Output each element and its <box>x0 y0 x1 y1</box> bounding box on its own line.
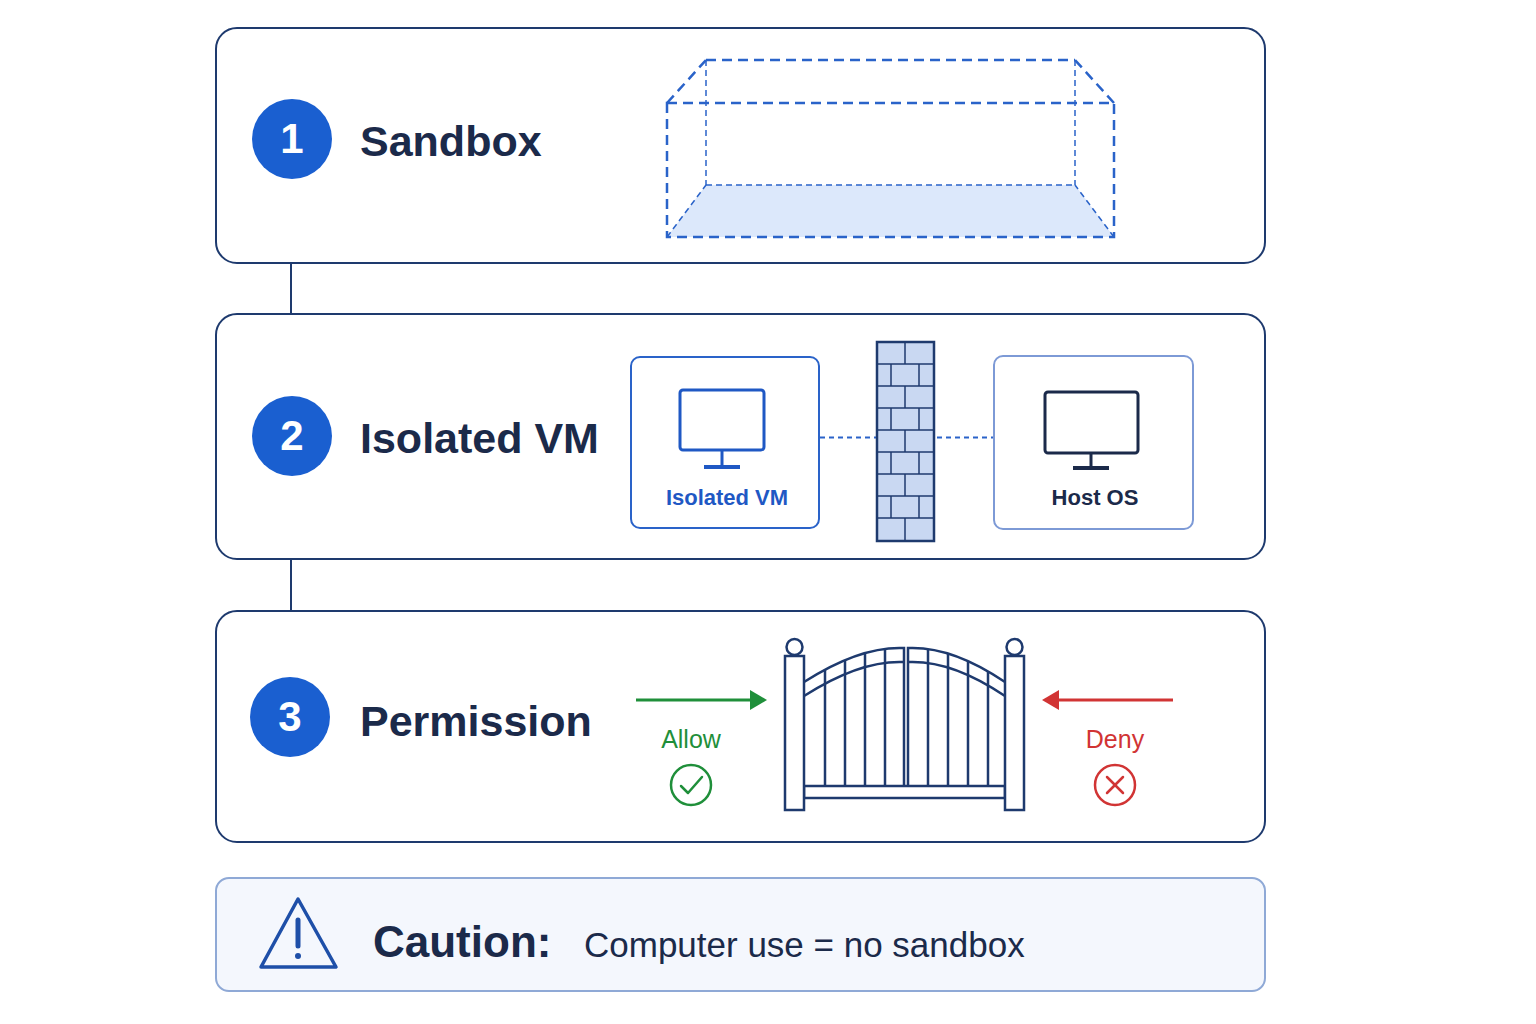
step-number: 1 <box>280 115 303 163</box>
vm-monitor-icon <box>680 390 764 467</box>
step-badge: 3 <box>250 677 330 757</box>
caution-heading: Caution: <box>373 917 551 968</box>
firewall-wall <box>877 342 934 541</box>
box-label: Isolated VM <box>666 485 788 510</box>
layer-box: Isolated VM2Isolated VMHost OS <box>215 313 1266 560</box>
sandbox-illustration <box>667 60 1114 237</box>
host-box: Host OS <box>993 355 1194 530</box>
layer-title: Sandbox <box>360 117 542 166</box>
layer-connector <box>290 560 292 610</box>
step-number: 3 <box>278 693 301 741</box>
layer-connector <box>290 264 292 313</box>
permission-gate <box>785 639 1024 810</box>
allow-label: Allow <box>661 725 721 754</box>
host-monitor-icon <box>1045 392 1138 468</box>
check-icon <box>671 765 711 805</box>
layer-box: Sandbox 1 <box>215 27 1266 264</box>
box-label: Host OS <box>1052 485 1139 510</box>
cross-icon <box>1095 765 1135 805</box>
step-badge: 2 <box>252 396 332 476</box>
caution-banner: Caution: Computer use = no sandbox <box>215 877 1266 992</box>
caution-text: Computer use = no sandbox <box>584 925 1025 965</box>
layer-title: Permission <box>360 697 592 746</box>
network-link <box>820 437 993 439</box>
allow-arrow <box>636 690 767 710</box>
step-badge: 1 <box>252 99 332 179</box>
deny-label: Deny <box>1086 725 1144 754</box>
deny-arrow <box>1042 690 1173 710</box>
vm-box: Isolated VM <box>630 356 820 529</box>
step-number: 2 <box>280 412 303 460</box>
layer-title: Isolated VM <box>360 414 599 463</box>
